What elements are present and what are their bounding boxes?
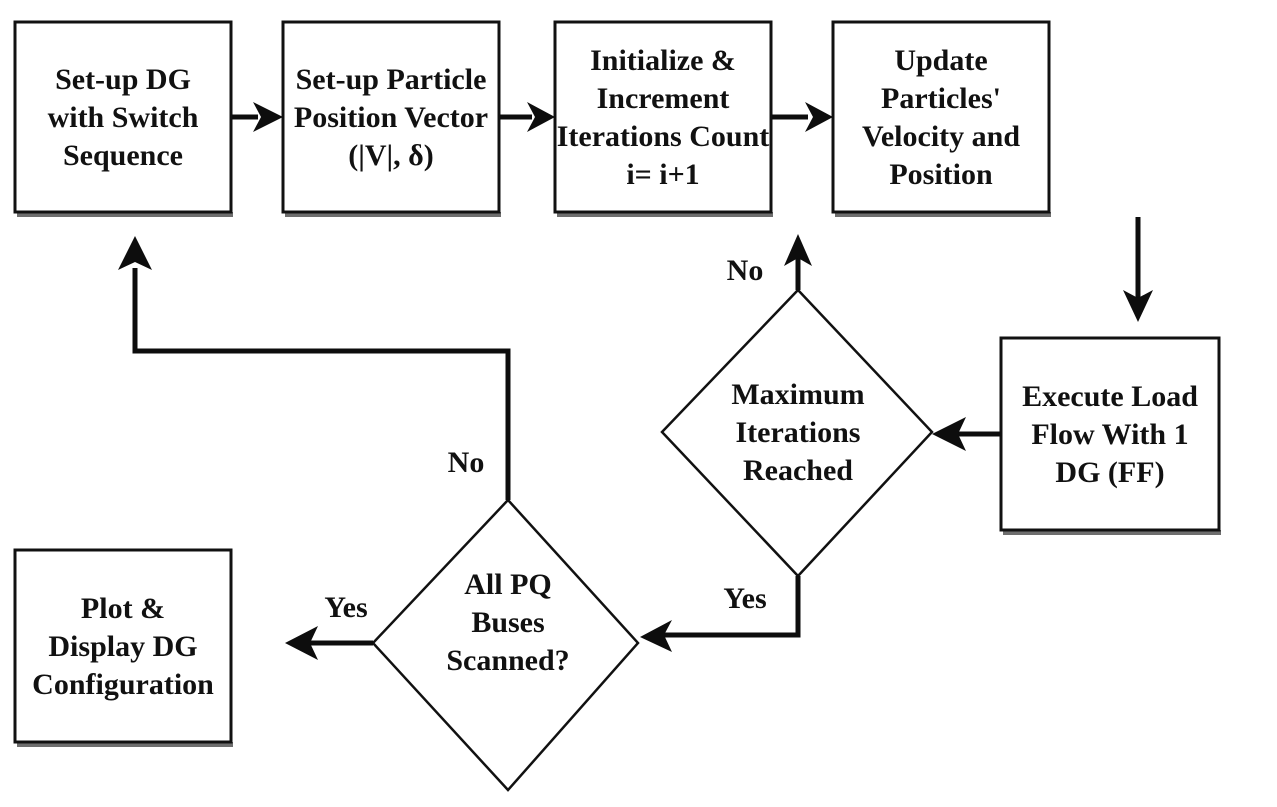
node-label-line: Increment xyxy=(597,82,730,115)
node-label-line: DG (FF) xyxy=(1055,456,1164,489)
node-label-line: Plot & xyxy=(81,592,165,625)
node-label-line: (|V|, δ) xyxy=(348,139,433,172)
node-label-line: Position xyxy=(889,158,993,191)
node-label-line: Iterations xyxy=(736,416,861,449)
node-plot-display-label: Plot & Display DG Configuration xyxy=(32,592,214,701)
edge-all-pq-no: No xyxy=(118,236,511,500)
node-label-line: Display DG xyxy=(48,630,197,663)
node-label-line: All PQ xyxy=(464,568,552,601)
edge-setup-dg-to-setup-particle xyxy=(232,102,283,132)
edge-label-no-pq: No xyxy=(448,446,485,479)
edge-max-iterations-yes: Yes xyxy=(640,576,801,652)
arrowhead-icon xyxy=(285,626,318,660)
edge-all-pq-yes: Yes xyxy=(285,591,373,660)
node-label-line: Flow With 1 xyxy=(1031,418,1188,451)
node-label-line: Maximum xyxy=(731,378,864,411)
node-label-line: Execute Load xyxy=(1022,380,1198,413)
arrowhead-icon xyxy=(1123,290,1153,322)
node-label-line: Initialize & xyxy=(590,44,736,77)
node-label-line: Set-up Particle xyxy=(296,63,487,96)
edge-label-no-max: No xyxy=(727,254,764,287)
node-label-line: Sequence xyxy=(63,139,183,172)
node-label-line: Position Vector xyxy=(294,101,488,134)
node-label-line: Set-up DG xyxy=(55,63,191,96)
edge-setup-particle-to-init xyxy=(500,102,555,132)
node-label-line: Reached xyxy=(743,454,853,487)
node-plot-display: Plot & Display DG Configuration xyxy=(13,548,233,747)
edge-update-to-execute-line xyxy=(1123,217,1153,322)
node-label-line: Scanned? xyxy=(446,644,569,677)
node-label-line: Velocity and xyxy=(862,120,1020,153)
arrowhead-icon xyxy=(805,102,833,132)
arrowhead-icon xyxy=(527,102,555,132)
edge-label-yes-max: Yes xyxy=(723,582,766,615)
node-label-line: Update xyxy=(894,44,987,77)
node-label-line: Buses xyxy=(471,606,544,639)
edge-max-iterations-no: No xyxy=(727,234,812,290)
node-label-line: Configuration xyxy=(32,668,214,701)
node-label-line: Iterations Count xyxy=(557,120,770,153)
edge-init-to-update xyxy=(772,102,833,132)
arrowhead-icon xyxy=(640,620,672,652)
edge-label-yes-pq: Yes xyxy=(324,591,367,624)
node-label-line: Particles' xyxy=(881,82,1001,115)
node-label-line: with Switch xyxy=(48,101,199,134)
edge-execute-to-max-iterations xyxy=(932,417,1001,451)
arrowhead-icon xyxy=(118,236,152,270)
arrowhead-icon xyxy=(784,234,812,266)
node-label-line: i= i+1 xyxy=(626,158,699,191)
arrowhead-icon xyxy=(253,102,283,132)
arrowhead-icon xyxy=(932,417,966,451)
